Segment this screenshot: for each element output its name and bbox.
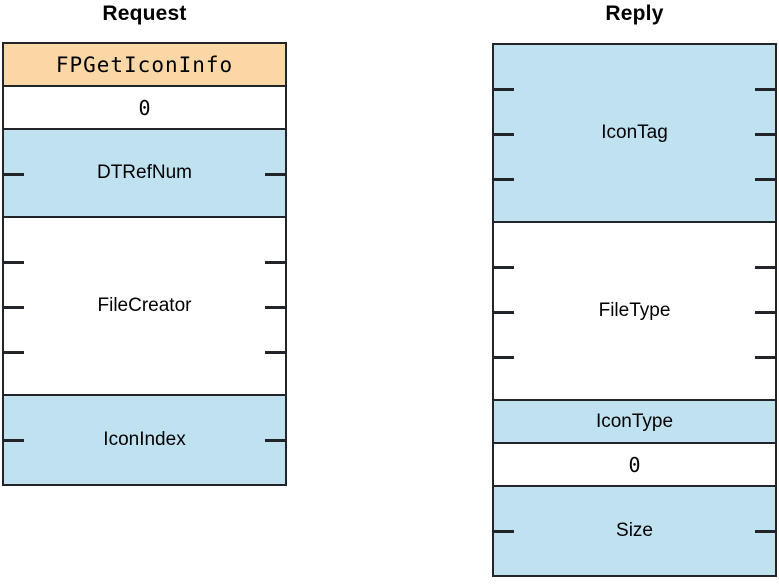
field-row-0: 0	[494, 444, 775, 487]
field-label: FileCreator	[97, 295, 192, 316]
byte-boundary-tick	[494, 265, 514, 269]
field-label: IconIndex	[103, 429, 186, 450]
byte-boundary-tick	[494, 355, 514, 359]
field-row-filetype: FileType	[494, 223, 775, 401]
field-row-0: 0	[4, 87, 285, 130]
byte-boundary-tick	[4, 172, 24, 176]
field-row-iconindex: IconIndex	[4, 396, 285, 484]
byte-boundary-tick	[4, 305, 24, 309]
byte-boundary-tick	[755, 265, 775, 269]
byte-boundary-tick	[755, 529, 775, 533]
byte-boundary-tick	[755, 132, 775, 136]
field-row-fpgeticoninfo: FPGetIconInfo	[4, 44, 285, 87]
byte-boundary-tick	[265, 438, 285, 442]
request-title: Request	[102, 2, 187, 25]
field-row-dtrefnum: DTRefNum	[4, 130, 285, 218]
field-label: IconType	[595, 410, 674, 432]
byte-boundary-tick	[494, 87, 514, 91]
byte-boundary-tick	[755, 355, 775, 359]
field-row-size: Size	[494, 487, 775, 575]
byte-boundary-tick	[265, 260, 285, 264]
byte-boundary-tick	[265, 350, 285, 354]
field-row-icontag: IconTag	[494, 45, 775, 223]
byte-boundary-tick	[4, 260, 24, 264]
field-label: IconTag	[601, 122, 668, 143]
byte-boundary-tick	[494, 310, 514, 314]
byte-boundary-tick	[494, 529, 514, 533]
byte-boundary-tick	[265, 305, 285, 309]
field-label: FileType	[598, 300, 671, 321]
field-label: DTRefNum	[96, 162, 192, 183]
field-row-icontype: IconType	[494, 401, 775, 444]
byte-boundary-tick	[755, 310, 775, 314]
field-label: Size	[616, 520, 653, 541]
field-row-filecreator: FileCreator	[4, 218, 285, 396]
field-label: FPGetIconInfo	[55, 52, 234, 77]
reply-title: Reply	[605, 2, 664, 25]
byte-boundary-tick	[494, 132, 514, 136]
byte-boundary-tick	[494, 177, 514, 181]
byte-boundary-tick	[755, 177, 775, 181]
byte-boundary-tick	[265, 172, 285, 176]
byte-boundary-tick	[4, 350, 24, 354]
field-label: 0	[628, 452, 641, 477]
byte-boundary-tick	[4, 438, 24, 442]
byte-boundary-tick	[755, 87, 775, 91]
field-label: 0	[138, 95, 151, 120]
